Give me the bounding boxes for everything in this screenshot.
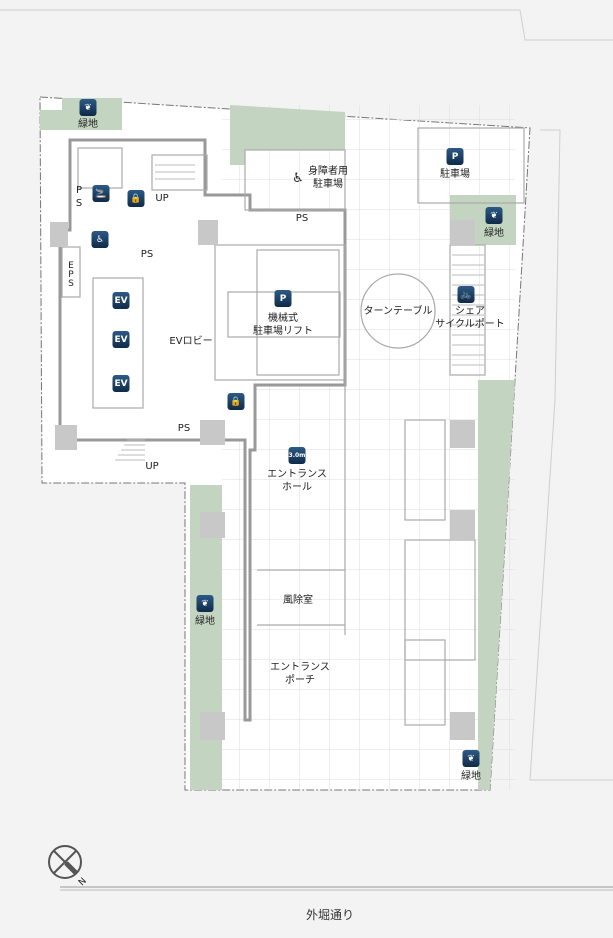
leaf-icon: ❦ [462, 750, 480, 767]
ps-label: P S [75, 185, 83, 209]
leaf-icon: ❦ [79, 99, 97, 116]
elevator-icon: EV [112, 331, 130, 348]
leaf-icon: ❦ [485, 207, 503, 224]
elevator-icon: EV [112, 292, 130, 309]
accessible-parking-label: 身障者用 駐車場 [308, 166, 348, 190]
greenery-label: 緑地 [484, 228, 504, 239]
mechanical-lift-label: 機械式 駐車場リフト [253, 313, 313, 337]
bicycle-icon: 🚲 [457, 286, 475, 303]
stairs-up-label: UP [155, 193, 169, 204]
parking-icon: P [274, 290, 292, 307]
ps-label: PS [295, 213, 309, 224]
room-outlines [61, 127, 525, 726]
columns [50, 220, 475, 740]
stairs [115, 164, 484, 461]
greenery-label: 緑地 [195, 616, 215, 627]
leaf-icon: ❦ [196, 595, 214, 612]
lock-icon: 🔒 [127, 190, 145, 207]
greenery-label: 緑地 [78, 119, 98, 130]
turntable-label: ターンテーブル [363, 306, 433, 317]
parking-label: 駐車場 [440, 169, 470, 180]
ps-label: PS [177, 423, 191, 434]
parking-icon: P [446, 148, 464, 165]
share-cycle-label: シェア サイクルポート [435, 306, 505, 330]
wheelchair-icon: ♿ [91, 231, 109, 248]
elevator-icon: EV [112, 375, 130, 392]
greenery-label: 緑地 [461, 771, 481, 782]
turntable [360, 273, 436, 349]
ceiling-height-icon: 3.0m [288, 447, 306, 464]
ps-label: PS [140, 249, 154, 260]
entrance-porch-label: エントランス ポーチ [270, 662, 330, 686]
lock-icon: 🔒 [227, 393, 245, 410]
eps-label: E P S [68, 261, 74, 289]
smoking-icon: 🚬 [92, 185, 110, 202]
road-label: 外堀通り [305, 908, 355, 922]
entrance-hall-label: エントランス ホール [267, 469, 327, 493]
ev-lobby-label: EVロビー [169, 336, 213, 347]
wheelchair-icon: ♿ [292, 171, 304, 186]
stairs-up-label: UP [145, 461, 159, 472]
windbreak-room-label: 風除室 [283, 595, 313, 606]
compass-icon [48, 845, 82, 879]
neighbor-buildings [0, 9, 613, 781]
